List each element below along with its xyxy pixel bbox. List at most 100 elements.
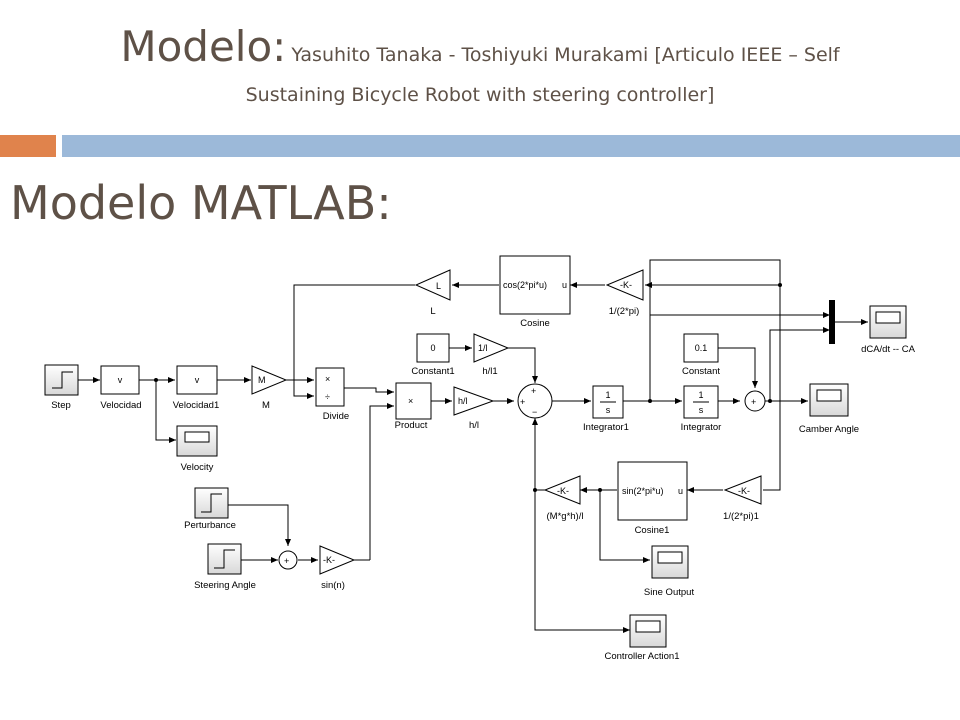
title-sub: Yasuhito Tanaka - Toshiyuki Murakami [Ar… xyxy=(291,44,840,66)
cosine-block[interactable]: cos(2*pi*u) u Cosine xyxy=(499,255,571,329)
k-2pi1-gain[interactable]: -K- 1/(2*pi)1 xyxy=(723,475,762,522)
camber-angle-label: Camber Angle xyxy=(799,424,859,435)
signal-hl1-sum xyxy=(508,347,538,383)
cosine-port: u xyxy=(562,280,567,290)
signal-to-mux-2 xyxy=(769,327,830,401)
k-2pi-gain[interactable]: -K- 1/(2*pi) xyxy=(605,269,644,317)
slide-title: Modelo: Yasuhito Tanaka - Toshiyuki Mura… xyxy=(0,22,960,71)
m-gain-label: M xyxy=(262,400,270,411)
h-l-gain[interactable]: h/l h/l xyxy=(453,386,495,431)
h-l-value: h/l xyxy=(458,396,468,406)
constant1-block[interactable]: 0 Constant1 xyxy=(411,333,455,377)
product-block[interactable]: × Product xyxy=(395,382,432,431)
l-gain-value: L xyxy=(436,281,441,291)
constant-label: Constant xyxy=(682,366,720,377)
m-gain-value: M xyxy=(258,375,266,385)
perturbance-label: Perturbance xyxy=(184,520,236,531)
k-2pi1-value: -K- xyxy=(738,486,750,496)
h-l1-gain[interactable]: 1/l h/l1 xyxy=(473,333,510,377)
title-main: Modelo: xyxy=(120,22,287,71)
signal-divide-product xyxy=(344,387,394,395)
cosine-label: Cosine xyxy=(520,318,550,329)
constant1-value: 0 xyxy=(430,343,435,353)
accent-bar-blue xyxy=(62,135,960,157)
section-subtitle: Modelo MATLAB: xyxy=(10,176,392,230)
integrator-label: Integrator xyxy=(681,422,722,433)
cosine-expr: cos(2*pi*u) xyxy=(503,280,547,290)
signal-sinn-product xyxy=(369,403,394,560)
controller-action-label: Controller Action1 xyxy=(605,651,680,662)
h-l-label: h/l xyxy=(469,420,479,431)
svg-text:+: + xyxy=(751,397,756,407)
integrator1-den: s xyxy=(606,405,611,415)
sine-output-label: Sine Output xyxy=(644,587,695,598)
mgh-value: -K- xyxy=(557,486,569,496)
sin-n-value: -K- xyxy=(323,555,335,565)
svg-text:+: + xyxy=(531,386,536,396)
constant-value: 0.1 xyxy=(695,343,708,353)
velocity-scope[interactable]: Velocity xyxy=(176,425,218,473)
svg-text:÷: ÷ xyxy=(325,392,330,402)
sine-output-scope[interactable]: Sine Output xyxy=(644,545,695,598)
k-2pi1-label: 1/(2*pi)1 xyxy=(723,511,759,522)
sum-steering[interactable]: + xyxy=(278,550,298,570)
title-sub-line2: Sustaining Bicycle Robot with steering c… xyxy=(245,84,715,106)
mux-block[interactable] xyxy=(829,300,835,344)
integrator1-block[interactable]: 1 s Integrator1 xyxy=(583,385,629,433)
m-gain-block[interactable]: M M xyxy=(251,365,288,411)
signal-perturbance-sum xyxy=(228,504,291,546)
integrator1-label: Integrator1 xyxy=(583,422,629,433)
cosine1-expr: sin(2*pi*u) xyxy=(622,486,664,496)
constant1-label: Constant1 xyxy=(411,366,454,377)
signal-camber-feedback xyxy=(649,259,781,491)
product-label: Product xyxy=(395,420,428,431)
l-gain-block[interactable]: L L xyxy=(414,269,451,317)
velocidad1-block[interactable]: v Velocidad1 xyxy=(173,365,219,411)
svg-text:×: × xyxy=(408,396,413,406)
velocidad-block[interactable]: v Velocidad xyxy=(100,365,142,411)
velocidad1-port: v xyxy=(195,375,200,385)
velocidad-port: v xyxy=(118,375,123,385)
signal-l-divide xyxy=(293,284,415,399)
divide-block[interactable]: × ÷ Divide xyxy=(315,367,349,422)
sum-main[interactable]: + + − xyxy=(517,383,553,419)
svg-text:×: × xyxy=(325,374,330,384)
signal-constant-sum2 xyxy=(718,347,758,388)
controller-action-scope[interactable]: Controller Action1 xyxy=(605,614,680,662)
sin-n-label: sin(n) xyxy=(321,580,345,591)
svg-text:+: + xyxy=(284,556,289,566)
cosine1-label: Cosine1 xyxy=(635,525,670,536)
velocidad-label: Velocidad xyxy=(100,400,141,411)
k-2pi-label: 1/(2*pi) xyxy=(609,306,640,317)
dca-label: dCA/dt -- CA xyxy=(861,344,916,355)
sin-n-gain[interactable]: -K- sin(n) xyxy=(319,545,356,591)
step-block[interactable]: Step xyxy=(44,364,79,411)
signal-to-sine-output xyxy=(599,490,650,563)
divide-label: Divide xyxy=(323,411,349,422)
steering-angle-label: Steering Angle xyxy=(194,580,256,591)
k-2pi-value: -K- xyxy=(620,280,632,290)
h-l1-value: 1/l xyxy=(478,343,488,353)
sum-camber[interactable]: + xyxy=(744,390,766,412)
h-l1-label: h/l1 xyxy=(482,366,497,377)
velocity-label: Velocity xyxy=(181,462,214,473)
constant-block[interactable]: 0.1 Constant xyxy=(682,333,720,377)
velocidad1-label: Velocidad1 xyxy=(173,400,219,411)
cosine1-block[interactable]: sin(2*pi*u) u Cosine1 xyxy=(617,461,688,536)
perturbance-block[interactable]: Perturbance xyxy=(184,487,236,531)
integrator1-num: 1 xyxy=(605,390,610,400)
signal-to-controller xyxy=(534,489,625,631)
svg-text:+: + xyxy=(520,397,525,407)
step-label: Step xyxy=(51,400,71,411)
integrator-den: s xyxy=(699,405,704,415)
camber-angle-scope[interactable]: Camber Angle xyxy=(799,383,859,435)
signal-to-velocity xyxy=(155,380,176,443)
mgh-gain[interactable]: -K- (M*g*h)/l xyxy=(543,475,584,522)
steering-angle-block[interactable]: Steering Angle xyxy=(194,543,262,591)
mgh-label: (M*g*h)/l xyxy=(547,511,584,522)
svg-text:−: − xyxy=(532,407,537,417)
integrator-block[interactable]: 1 s Integrator xyxy=(681,385,722,433)
dca-scope[interactable]: dCA/dt -- CA xyxy=(861,305,916,355)
integrator-num: 1 xyxy=(698,390,703,400)
